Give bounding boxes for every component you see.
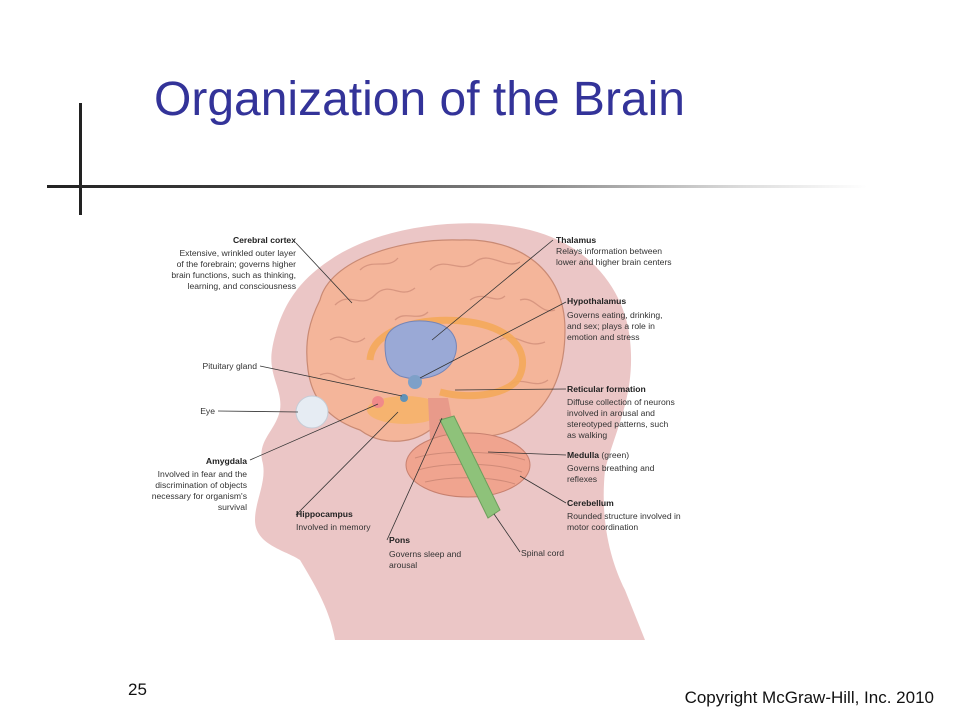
spinal-cord-label: Spinal cord — [521, 548, 564, 558]
medulla-note: (green) — [601, 450, 629, 460]
amygdala-desc-4: survival — [218, 502, 247, 512]
cortex-folds — [319, 257, 556, 386]
label-medulla: Medulla (green) Governs breathing and re… — [567, 450, 655, 484]
reticular-desc-1: Diffuse collection of neurons — [567, 397, 675, 407]
eye-shape — [295, 395, 329, 429]
hypothalamus-desc-1: Governs eating, drinking, — [567, 310, 663, 320]
eye-label: Eye — [200, 406, 215, 416]
decorative-horizontal-rule — [47, 185, 867, 188]
hippocampus-desc-1: Involved in memory — [296, 522, 371, 532]
reticular-title: Reticular formation — [567, 384, 646, 394]
cerebellum-desc-2: motor coordination — [567, 522, 638, 532]
slide-title: Organization of the Brain — [154, 73, 685, 126]
medulla-title-text: Medulla — [567, 450, 599, 460]
hypothalamus-shape — [408, 375, 422, 389]
hypothalamus-desc-2: and sex; plays a role in — [567, 321, 655, 331]
reticular-desc-2: involved in arousal and — [567, 408, 655, 418]
reticular-desc-3: stereotyped patterns, such — [567, 419, 668, 429]
hippocampus-shape — [367, 396, 443, 424]
label-pons: Pons Governs sleep and arousal — [389, 535, 461, 570]
leader-lines — [217, 239, 567, 553]
cortex-title: Cerebral cortex — [233, 235, 296, 245]
medulla-desc-2: reflexes — [567, 474, 597, 484]
amygdala-desc-2: discrimination of objects — [155, 480, 247, 490]
hypothalamus-title: Hypothalamus — [567, 296, 626, 306]
hippocampus-title: Hippocampus — [296, 509, 353, 519]
reticular-desc-4: as walking — [567, 430, 607, 440]
slide-number: 25 — [128, 680, 147, 699]
hypothalamus-desc-3: emotion and stress — [567, 332, 640, 342]
cortex-desc-4: learning, and consciousness — [188, 281, 296, 291]
pons-desc-2: arousal — [389, 560, 417, 570]
pons-desc-1: Governs sleep and — [389, 549, 461, 559]
cerebellum-title: Cerebellum — [567, 498, 614, 508]
cortex-desc-2: of the forebrain; governs higher — [177, 259, 297, 269]
amygdala-desc-3: necessary for organism's — [152, 491, 247, 501]
label-cerebral-cortex: Cerebral cortex Extensive, wrinkled oute… — [171, 235, 296, 291]
medulla-title: Medulla (green) — [567, 450, 629, 460]
cerebellum-desc-1: Rounded structure involved in — [567, 511, 681, 521]
label-reticular-formation: Reticular formation Diffuse collection o… — [567, 384, 675, 440]
pituitary-shape — [400, 394, 408, 402]
medulla-desc-1: Governs breathing and — [567, 463, 655, 473]
amygdala-desc-1: Involved in fear and the — [158, 469, 248, 479]
thalamus-title: Thalamus — [556, 235, 596, 245]
thalamus-desc-1: Relays information between — [556, 246, 662, 256]
thalamus-shape — [384, 320, 457, 380]
cortex-desc-3: brain functions, such as thinking, — [171, 270, 296, 280]
label-hypothalamus: Hypothalamus Governs eating, drinking, a… — [567, 296, 663, 342]
thalamus-desc-2: lower and higher brain centers — [556, 257, 672, 267]
medulla-shape — [439, 415, 501, 519]
label-thalamus: Thalamus Relays information between lowe… — [556, 235, 672, 267]
copyright-notice: Copyright McGraw-Hill, Inc. 2010 — [684, 688, 934, 707]
amygdala-title: Amygdala — [206, 456, 247, 466]
label-amygdala: Amygdala Involved in fear and the discri… — [152, 456, 247, 512]
decorative-vertical-rule — [79, 103, 82, 215]
pons-title: Pons — [389, 535, 410, 545]
label-cerebellum: Cerebellum Rounded structure involved in… — [567, 498, 681, 532]
cortex-desc-1: Extensive, wrinkled outer layer — [179, 248, 296, 258]
pituitary-label: Pituitary gland — [203, 361, 258, 371]
label-hippocampus: Hippocampus Involved in memory — [296, 509, 371, 532]
